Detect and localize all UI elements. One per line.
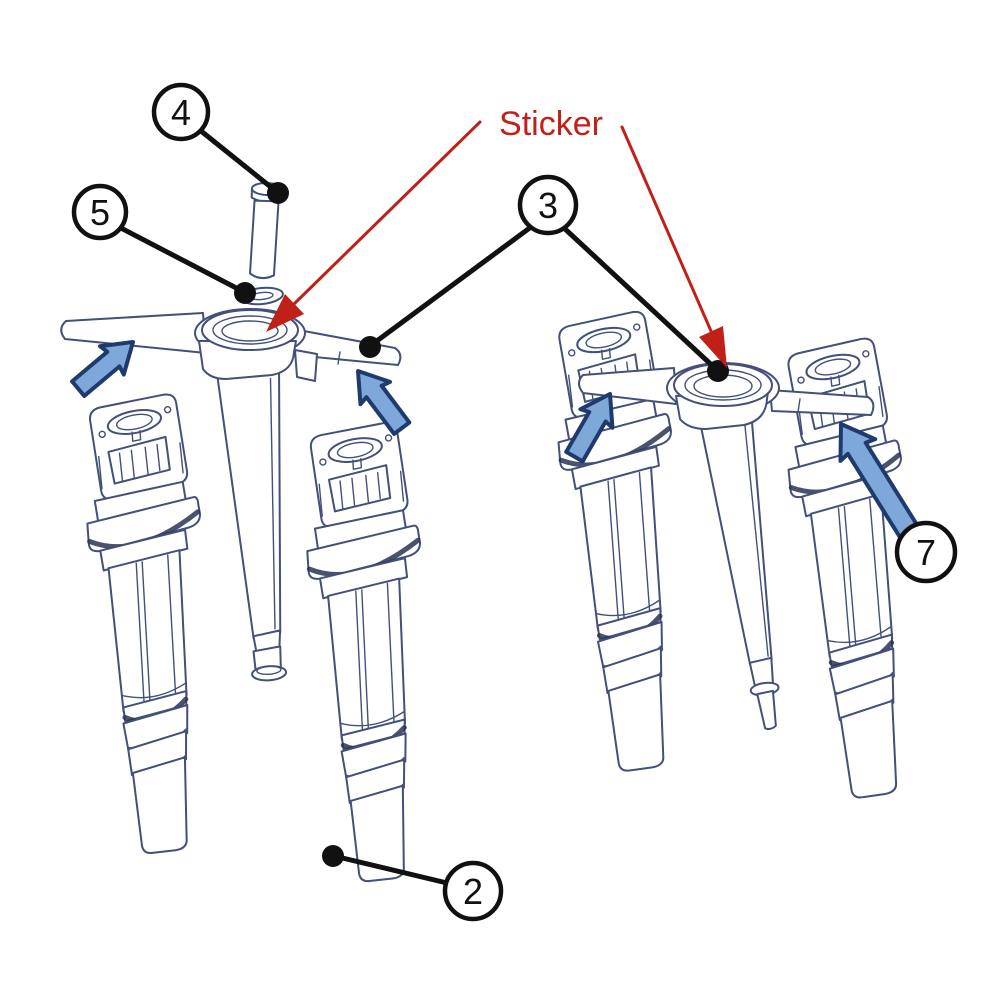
sticker-label: Sticker — [499, 105, 603, 143]
callout-3: 3 — [517, 174, 579, 236]
callout-4: 4 — [151, 82, 211, 142]
coil-boot-left — [216, 368, 302, 684]
svg-text:2: 2 — [463, 871, 483, 912]
sticker-pointer-left — [266, 120, 482, 332]
svg-text:7: 7 — [916, 532, 936, 573]
sticker-pointer-right — [620, 125, 727, 368]
coil-boot-right — [695, 395, 797, 734]
mounting-bracket-right — [578, 362, 875, 430]
callout-2: 2 — [442, 860, 504, 922]
svg-text:4: 4 — [171, 92, 191, 133]
callout-7: 7 — [894, 520, 958, 584]
ignition-coil-2 — [300, 421, 441, 883]
callout-5: 5 — [71, 183, 129, 241]
leader-lines — [116, 128, 729, 886]
svg-text:5: 5 — [90, 192, 110, 233]
svg-text:3: 3 — [538, 185, 558, 226]
ignition-coil-1 — [79, 393, 224, 856]
